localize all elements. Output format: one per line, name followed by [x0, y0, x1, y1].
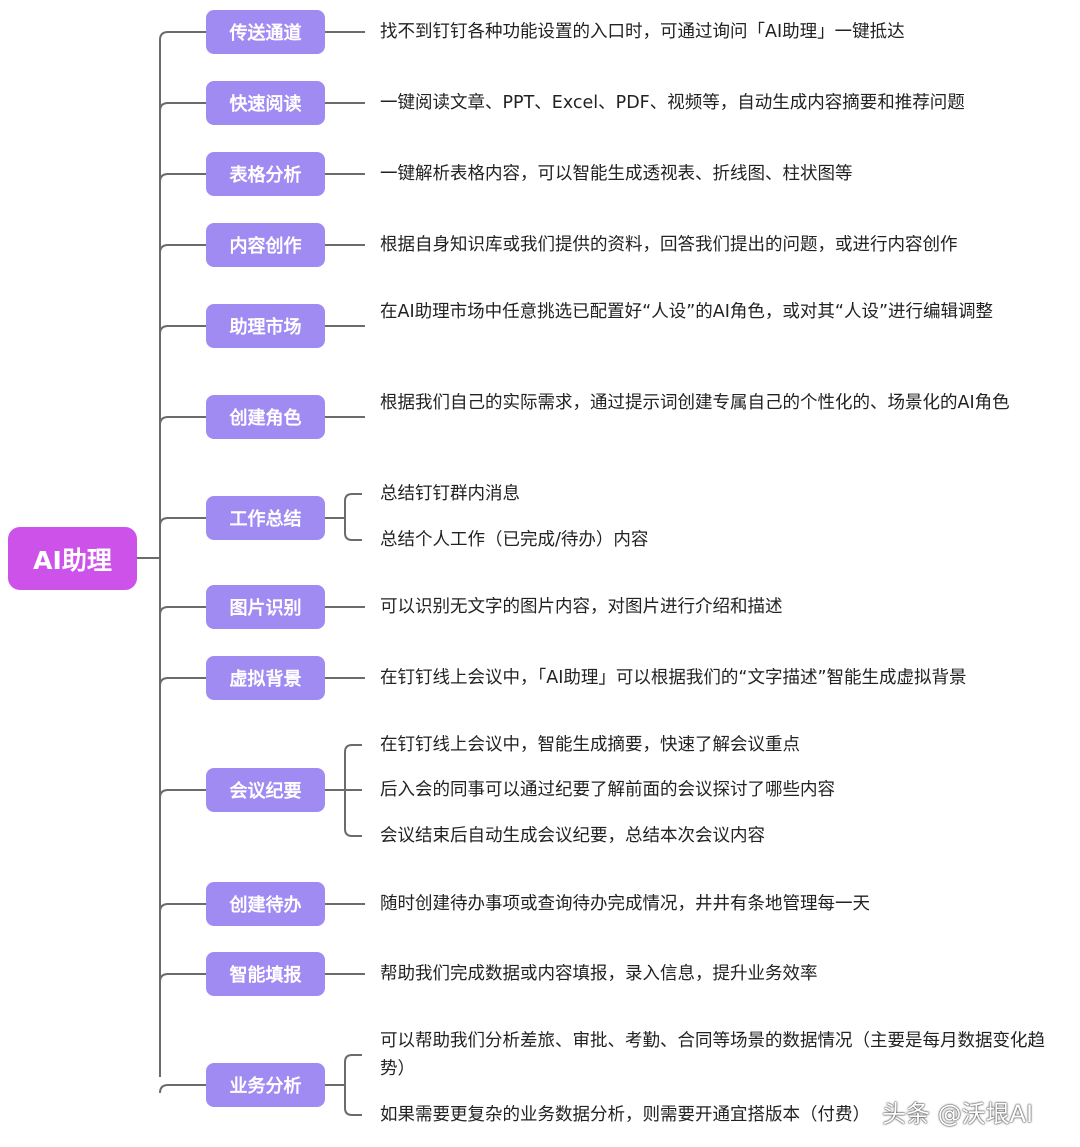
item-text: 根据我们自己的实际需求，通过提示词创建专属自己的个性化的、场景化的AI角色: [380, 393, 1010, 413]
branch-node[interactable]: 会议纪要: [206, 768, 325, 812]
branch-node[interactable]: 快速阅读: [206, 81, 325, 125]
watermark: 头条 @沃垠AI: [882, 1100, 1034, 1128]
branch-node[interactable]: 创建角色: [206, 395, 325, 439]
branch-node[interactable]: 虚拟背景: [206, 656, 325, 700]
branch-node[interactable]: 智能填报: [206, 952, 325, 996]
branch-node[interactable]: 内容创作: [206, 223, 325, 267]
branch-connector: [159, 244, 206, 254]
item-text: 帮助我们完成数据或内容填报，录入信息，提升业务效率: [380, 964, 818, 984]
branch-connector: [159, 606, 206, 616]
branch-connector: [159, 789, 206, 799]
branch-node[interactable]: 助理市场: [206, 304, 325, 348]
item-text: 根据自身知识库或我们提供的资料，回答我们提出的问题，或进行内容创作: [380, 235, 958, 255]
item-text: 随时创建待办事项或查询待办完成情况，井井有条地管理每一天: [380, 894, 870, 914]
branch-connector: [159, 31, 206, 41]
item-text: 一键解析表格内容，可以智能生成透视表、折线图、柱状图等: [380, 164, 853, 184]
branch-node[interactable]: 传送通道: [206, 10, 325, 54]
item-text: 总结个人工作（已完成/待办）内容: [380, 530, 649, 550]
item-text: 找不到钉钉各种功能设置的入口时，可通过询问「AI助理」一键抵达: [380, 22, 905, 42]
branch-node[interactable]: 图片识别: [206, 585, 325, 629]
item-text: 会议结束后自动生成会议纪要，总结本次会议内容: [380, 826, 765, 846]
item-text: 总结钉钉群内消息: [380, 484, 520, 504]
item-text: 一键阅读文章、PPT、Excel、PDF、视频等，自动生成内容摘要和推荐问题: [380, 93, 965, 113]
item-text: 如果需要更复杂的业务数据分析，则需要开通宜搭版本（付费）: [380, 1105, 870, 1125]
branch-node[interactable]: 创建待办: [206, 882, 325, 926]
item-text: 在钉钉线上会议中，智能生成摘要，快速了解会议重点: [380, 735, 800, 755]
item-text: 可以帮助我们分析差旅、审批、考勤、合同等场景的数据情况（主要是每月数据变化趋势）: [380, 1031, 1045, 1079]
branch-connector: [159, 677, 206, 687]
item-text: 在钉钉线上会议中，「AI助理」可以根据我们的“文字描述”智能生成虚拟背景: [380, 668, 967, 688]
branch-connector: [159, 325, 206, 335]
bracket: [344, 1054, 362, 1116]
item-text: 在AI助理市场中任意挑选已配置好“人设”的AI角色，或对其“人设”进行编辑调整: [380, 302, 994, 322]
branch-connector: [159, 416, 206, 426]
branch-connector: [159, 1084, 206, 1094]
branch-connector: [159, 903, 206, 913]
item-text: 可以识别无文字的图片内容，对图片进行介绍和描述: [380, 597, 783, 617]
branch-node[interactable]: 表格分析: [206, 152, 325, 196]
branch-connector: [159, 102, 206, 112]
branch-connector: [159, 517, 206, 527]
branch-connector: [159, 973, 206, 983]
branch-node[interactable]: 工作总结: [206, 496, 325, 540]
bracket: [344, 493, 362, 541]
branch-node[interactable]: 业务分析: [206, 1063, 325, 1107]
root-node[interactable]: AI助理: [8, 527, 137, 590]
item-text: 后入会的同事可以通过纪要了解前面的会议探讨了哪些内容: [380, 780, 835, 800]
branch-connector: [159, 173, 206, 183]
